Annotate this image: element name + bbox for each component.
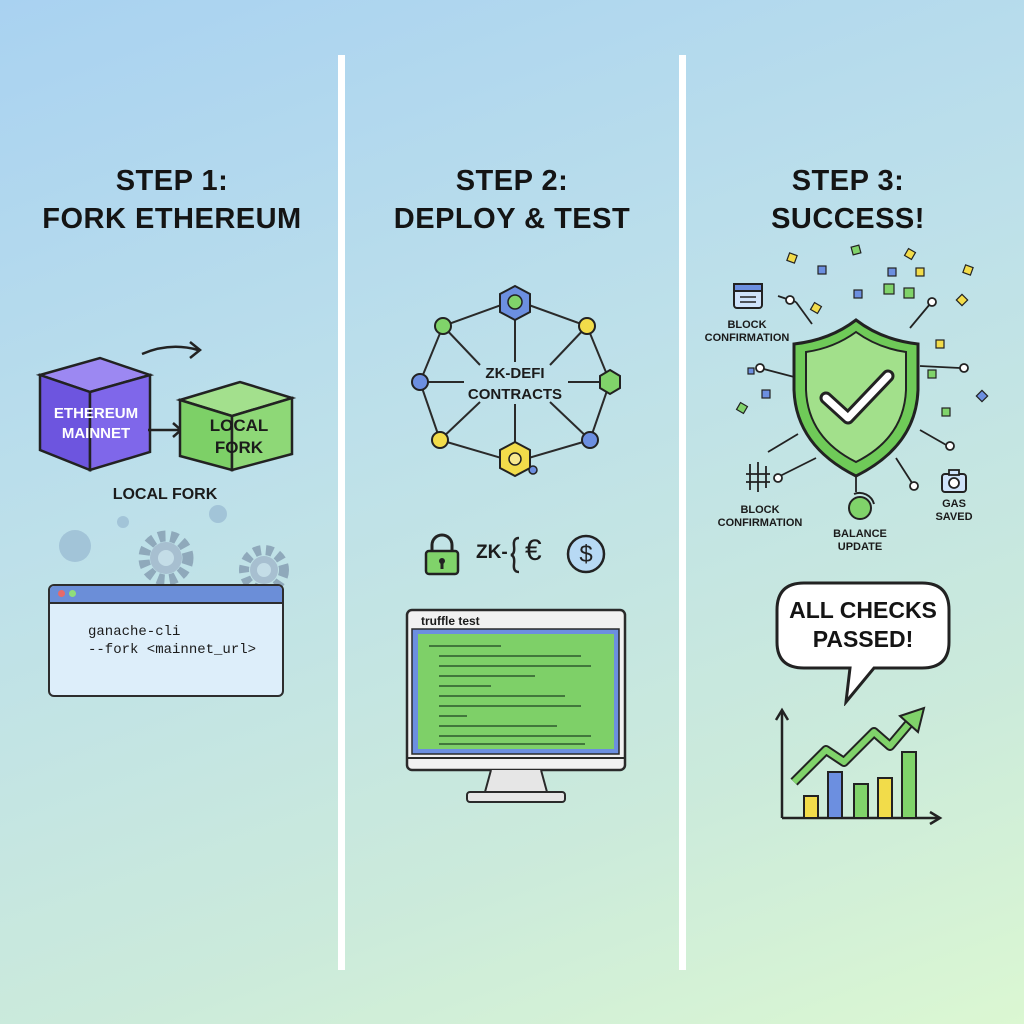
calendar-icon bbox=[733, 283, 763, 309]
balance-update-label: BALANCE UPDATE bbox=[820, 528, 900, 554]
gear-icon bbox=[239, 545, 289, 590]
hub-cube-icon bbox=[499, 284, 531, 322]
confetti-decoration bbox=[735, 244, 989, 417]
decor-circle-icon bbox=[59, 530, 91, 562]
ethereum-mainnet-cube-icon bbox=[35, 356, 155, 472]
gas-line1: GAS bbox=[942, 498, 966, 510]
balance-line1: BALANCE bbox=[833, 528, 887, 540]
bubble-line1: ALL CHECKS bbox=[789, 597, 937, 623]
node-hex-icon bbox=[599, 368, 621, 396]
step3-title: STEP 3: SUCCESS! bbox=[698, 162, 998, 238]
svg-text:$: $ bbox=[579, 541, 592, 568]
block-top-line2: CONFIRMATION bbox=[704, 332, 790, 344]
step1-title-line2: FORK ETHEREUM bbox=[42, 203, 302, 235]
terminal-line1: ganache-cli bbox=[88, 624, 181, 640]
camera-icon bbox=[941, 469, 967, 493]
block-bottom-line1: BLOCK bbox=[740, 504, 780, 516]
block-top-line1: BLOCK bbox=[727, 319, 767, 331]
dollar-coin-icon: $ bbox=[566, 534, 606, 574]
node-cluster-icon bbox=[499, 440, 538, 478]
close-dot-icon[interactable] bbox=[58, 590, 65, 597]
lock-icon bbox=[424, 533, 460, 576]
mainnet-label-line2: MAINNET bbox=[61, 425, 131, 442]
gas-line2: SAVED bbox=[935, 511, 973, 523]
shield-check-icon bbox=[792, 318, 920, 478]
block-confirmation-label-top: BLOCK CONFIRMATION bbox=[700, 319, 794, 345]
node-icon bbox=[431, 431, 449, 449]
step1-title: STEP 1: FORK ETHEREUM bbox=[22, 162, 322, 238]
local-fork-line2: FORK bbox=[214, 438, 264, 457]
speech-bubble bbox=[775, 581, 951, 706]
terminal-titlebar bbox=[50, 586, 282, 604]
column-divider-2 bbox=[679, 55, 686, 970]
local-fork-caption: LOCAL FORK bbox=[112, 486, 218, 503]
speech-bubble-text: ALL CHECKS PASSED! bbox=[778, 596, 948, 654]
arrow-head-icon bbox=[189, 341, 203, 359]
node-icon bbox=[434, 317, 452, 335]
step2-title-line2: DEPLOY & TEST bbox=[393, 203, 631, 235]
terminal-line2: --fork <mainnet_url> bbox=[88, 642, 257, 658]
monitor-icon bbox=[405, 608, 627, 803]
contracts-network-diagram bbox=[411, 284, 621, 478]
monitor-title: truffle test bbox=[421, 614, 480, 628]
mainnet-label: ETHEREUM MAINNET bbox=[44, 404, 148, 444]
balance-line2: UPDATE bbox=[837, 541, 883, 553]
ledger-icon bbox=[746, 462, 770, 492]
minimize-dot-icon[interactable] bbox=[69, 590, 76, 597]
brace-icon bbox=[510, 536, 520, 574]
step3-title-line1: STEP 3: bbox=[791, 165, 905, 197]
bubble-line2: PASSED! bbox=[812, 626, 914, 652]
node-icon bbox=[578, 317, 596, 335]
trend-arrow-icon bbox=[898, 706, 926, 734]
refresh-coin-icon bbox=[848, 491, 875, 520]
mainnet-label-line1: ETHEREUM bbox=[53, 405, 139, 422]
local-fork-cube-label: LOCAL FORK bbox=[194, 415, 284, 459]
terminal-window: ganache-cli --fork <mainnet_url> bbox=[48, 584, 284, 697]
hub-label-line1: ZK-DEFI bbox=[485, 365, 545, 382]
block-bottom-line2: CONFIRMATION bbox=[717, 517, 803, 529]
zk-label: ZK- bbox=[476, 542, 508, 563]
node-icon bbox=[581, 431, 599, 449]
local-fork-line1: LOCAL bbox=[209, 416, 269, 435]
terminal-output-lines bbox=[429, 645, 591, 745]
column-divider-1 bbox=[338, 55, 345, 970]
decor-circle-icon bbox=[117, 516, 129, 528]
success-shield-diagram bbox=[733, 244, 989, 520]
growth-chart-icon bbox=[774, 706, 943, 826]
hub-label: ZK-DEFI CONTRACTS bbox=[455, 363, 575, 405]
hub-label-line2: CONTRACTS bbox=[467, 386, 563, 403]
gear-icon bbox=[138, 530, 194, 586]
node-icon bbox=[411, 373, 429, 391]
step3-title-line2: SUCCESS! bbox=[771, 203, 925, 235]
block-confirmation-label-bottom: BLOCK CONFIRMATION bbox=[713, 504, 807, 530]
gas-saved-label: GAS SAVED bbox=[924, 498, 984, 524]
step1-fork-diagram bbox=[35, 341, 297, 472]
local-fork-cube-icon bbox=[175, 380, 297, 472]
step1-title-line1: STEP 1: bbox=[115, 165, 229, 197]
gears-decoration bbox=[59, 505, 289, 590]
step2-title: STEP 2: DEPLOY & TEST bbox=[362, 162, 662, 238]
euro-icon: € bbox=[525, 534, 542, 567]
decor-circle-icon bbox=[209, 505, 227, 523]
step2-title-line1: STEP 2: bbox=[455, 165, 569, 197]
